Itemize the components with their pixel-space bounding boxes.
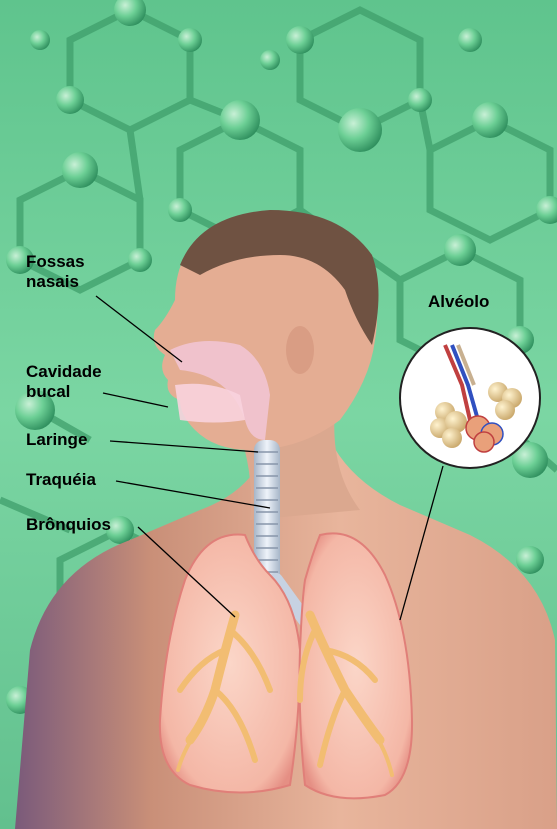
label-alveolo: Alvéolo [428, 292, 489, 312]
label-fossas-line2: nasais [26, 272, 85, 292]
label-fossas-line1: Fossas [26, 252, 85, 272]
label-bronquios: Brônquios [26, 515, 111, 535]
label-cavidade-bucal: Cavidade bucal [26, 362, 102, 402]
label-traqueia: Traquéia [26, 470, 96, 490]
label-fossas-nasais: Fossas nasais [26, 252, 85, 292]
alveolus-inset [400, 328, 540, 468]
label-cavidade-line1: Cavidade [26, 362, 102, 382]
label-laringe: Laringe [26, 430, 87, 450]
ear [286, 326, 314, 374]
label-cavidade-line2: bucal [26, 382, 102, 402]
